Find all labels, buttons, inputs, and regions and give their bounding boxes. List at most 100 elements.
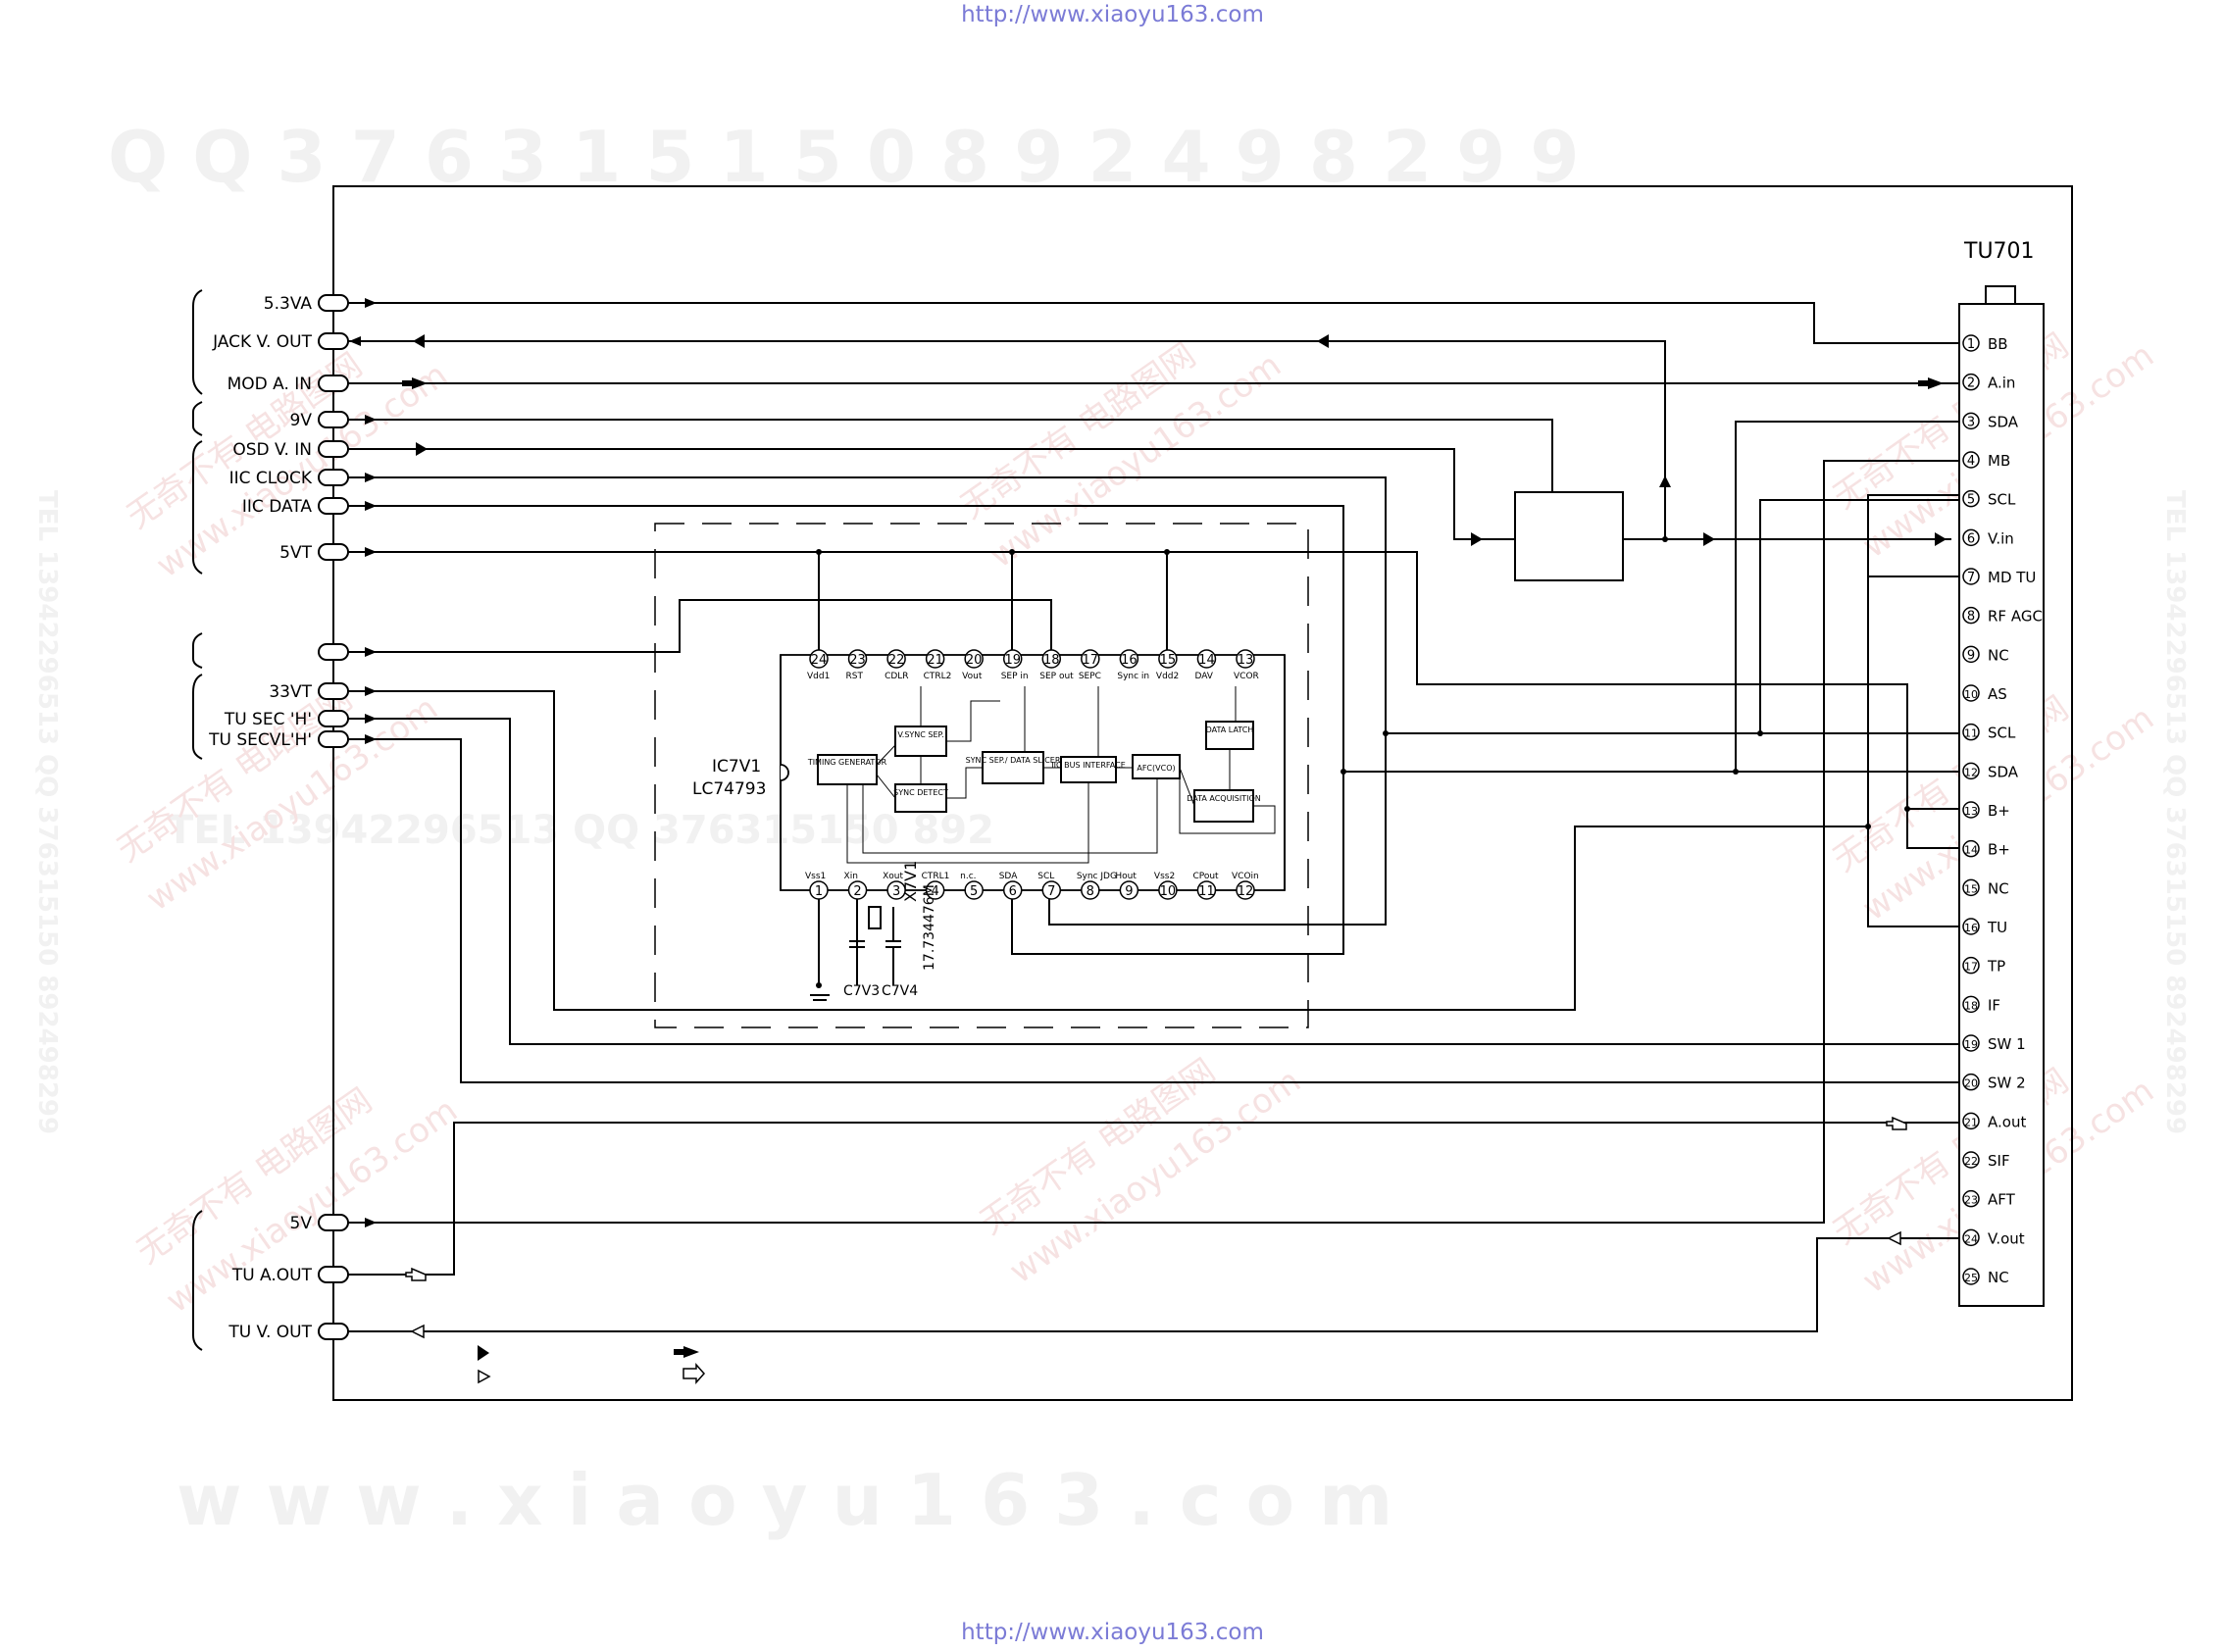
tuner-pin-label: SCL [1988,491,2016,509]
ic-pin-label: SEP in [1001,672,1029,681]
tuner-pin-label: SW 1 [1988,1035,2026,1053]
tuner-pin-number: 1 [1967,337,1975,352]
tuner-pin-label: SIF [1988,1152,2010,1170]
ic-bottom-pin: 4 CTRL1 [922,872,950,900]
iic-interface-label: IIC BUS INTERFACE [1051,761,1126,770]
ic-part: LC74793 [692,779,766,799]
junctions [816,536,1910,988]
tuner-pin-number: 4 [1967,454,1975,469]
tuner-pin-label: A.in [1988,375,2015,392]
connector-label: JACK V. OUT [212,332,313,352]
tuner-pin-number: 6 [1967,531,1975,546]
tuner-pin-number: 17 [1964,961,1978,974]
tuner-pin-label: RF AGC [1988,608,2043,626]
watermark-tel-left: TEL 13942296513 QQ 376315150 892498299 [32,490,62,1134]
connector-label: IIC CLOCK [229,469,313,488]
tuner-pin-number: 12 [1964,766,1978,778]
switch-block [1514,491,1624,581]
tuner-pin-label: IF [1988,996,2000,1014]
cap-c7v4: C7V4 [882,983,918,999]
tuner-pin-label: MB [1988,452,2010,470]
ic-pin-number: 15 [1160,653,1177,668]
tuner-pin-label: MD TU [1988,569,2036,586]
ic-pin-label: CDLR [885,672,908,681]
ic-module-outline [654,523,1309,1028]
ic-pin-number: 13 [1238,653,1254,668]
ic-pin-label: CTRL2 [924,672,952,681]
tuner-pin-number: 11 [1964,727,1978,740]
tuner-pin: 6 V.in [1962,528,2014,547]
ic-pin-number: 24 [811,653,828,668]
afc-block [1132,754,1181,779]
tuner-pin-label: SDA [1988,763,2019,780]
tuner-pin: 22 SIF [1962,1151,2010,1170]
ic-pin-label: CPout [1192,872,1219,881]
tuner-pin-label: AS [1988,685,2007,703]
top-url[interactable]: http://www.xiaoyu163.com [961,2,1264,27]
ic-pin-label: Vss2 [1154,872,1175,881]
ic-internal-blocks: TIMING GENERATOR V.SYNC SEP. SYNC DETECT… [807,721,1261,823]
ic-pin-label: Vdd2 [1156,672,1179,681]
tuner-pin: 4 MB [1962,451,2010,470]
tuner-pin-label: A.out [1988,1113,2026,1130]
tuner-pin: 21 A.out [1962,1112,2026,1130]
ic-pin-number: 6 [1009,884,1017,899]
ic-pin-label: Hout [1115,872,1137,881]
ic-pin-label: n.c. [960,872,976,881]
tuner-pin-number: 10 [1964,688,1978,701]
tuner-pin-label: TP [1987,958,2005,976]
tuner-pin-number: 19 [1964,1038,1978,1051]
tuner-pin: 10 AS [1962,684,2007,703]
connector-pads [318,294,349,1340]
tuner-pin-label: NC [1988,1269,2009,1286]
ic-ref: IC7V1 [712,757,761,776]
tuner-pin-number: 22 [1964,1155,1978,1168]
crystal-symbol [868,906,882,929]
watermark-tel-right: TEL 13942296513 QQ 376315150 892498299 [2160,490,2190,1134]
tuner-pin-number: 13 [1964,805,1978,818]
bottom-url[interactable]: http://www.xiaoyu163.com [961,1620,1264,1645]
ic-pin-number: 22 [888,653,905,668]
crystal-ref: X7V1 [901,861,920,902]
connector-label: OSD V. IN [232,440,312,460]
tuner-pin-label: BB [1988,335,2008,353]
sync-detect-label: SYNC DETECT [893,788,948,797]
ic-bottom-pin: 5n.c. [960,872,984,900]
ic-pin-label: Sync JDG [1077,872,1117,881]
ic-pin-number: 4 [931,884,938,899]
ic-pin-label: CTRL1 [922,872,950,881]
tuner-pin-label: V.in [1988,529,2014,547]
ic-pin-number: 18 [1043,653,1060,668]
connector-label: 5VT [279,543,312,563]
ic-pin-label: Sync in [1117,672,1149,681]
ic-pin-number: 20 [966,653,983,668]
tuner-pin-number: 15 [1964,882,1978,895]
tuner-pin-number: 9 [1967,648,1975,663]
ic-pin-label: VCOR [1234,672,1259,681]
tuner-pin: 1 BB [1962,334,2008,353]
ic-pin-number: 3 [892,884,900,899]
wiring [348,302,1971,1332]
tuner-pin-number: 21 [1964,1116,1978,1128]
vsync-sep-label: V.SYNC SEP. [897,730,943,739]
tuner-pin-number: 18 [1964,999,1978,1012]
ic-internal-wiring [846,686,1276,864]
